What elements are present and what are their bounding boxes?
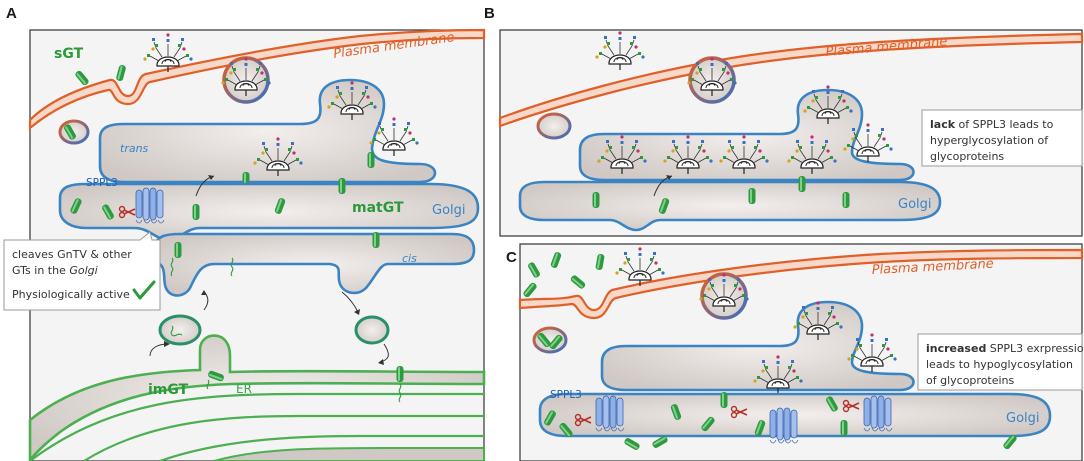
cis-label: cis — [402, 252, 417, 265]
gt-protein — [840, 420, 848, 436]
gt-cleaved-tail — [230, 257, 234, 277]
panel-b-label: B — [484, 5, 495, 22]
note-line-2: leads to hypoglycosylation — [926, 358, 1073, 371]
golgi-cisterna-medial — [518, 180, 942, 232]
er-label: ER — [236, 382, 252, 396]
gt-protein — [798, 176, 806, 192]
callout-line-2-italic: Golgi — [69, 264, 97, 277]
sppl3-protein — [863, 395, 893, 432]
callout-line-2: GTs in the Golgi — [12, 264, 98, 277]
gt-protein — [338, 178, 346, 194]
matgt-label: matGT — [352, 200, 404, 216]
arrow-head — [201, 290, 207, 295]
cis-cisterna — [154, 232, 476, 297]
plasma-membrane-label: Plasma membrane — [871, 257, 994, 278]
secretory-vesicle — [536, 112, 572, 140]
gt-protein — [396, 366, 404, 382]
sppl3-protein — [769, 407, 799, 444]
note-line-2: hyperglycosylation of — [930, 134, 1049, 147]
sppl3-protein — [135, 187, 165, 224]
arrow-head — [208, 175, 214, 180]
gt-protein — [592, 192, 600, 208]
callout-box — [3, 231, 161, 311]
callout-line-2-pre: GTs in the — [12, 264, 69, 277]
gt-protein — [842, 192, 850, 208]
gt-protein — [174, 242, 182, 258]
plasma-membrane — [28, 28, 486, 131]
imgt-label: imGT — [148, 382, 189, 398]
sgt-label: sGT — [54, 46, 84, 62]
plasma-membrane — [518, 248, 1084, 320]
golgi-label: Golgi — [432, 203, 466, 218]
note-line-1: lack of SPPL3 leads to — [930, 118, 1054, 131]
callout-line-1: cleaves GnTV & other — [12, 248, 132, 261]
nucleus — [213, 447, 485, 461]
note-rest: of SPPL3 leads to — [955, 118, 1054, 131]
note-box — [917, 333, 1083, 391]
gt-protein — [748, 188, 756, 204]
trans-label: trans — [120, 142, 149, 155]
gt-protein — [372, 232, 380, 248]
gt-cleaved-tail — [170, 257, 174, 277]
sppl3-label: SPPL3 — [550, 389, 582, 401]
note-bold: increased — [926, 342, 986, 355]
callout-line-3: Physiologically active — [12, 288, 130, 301]
gt-protein — [192, 204, 200, 220]
er-inner-membrane — [159, 434, 484, 461]
checkmark-icon — [132, 280, 156, 300]
endoplasmic-reticulum — [28, 334, 486, 461]
note-box — [921, 109, 1083, 167]
panel-c-note: increased SPPL3 exrpression leads to hyp… — [917, 333, 1084, 391]
arrow-head — [354, 309, 360, 315]
copi-vesicle — [354, 315, 390, 345]
panel-c: C Plasma membrane SPPL3 — [506, 243, 1084, 461]
plasma-membrane — [498, 32, 1084, 128]
golgi-label: Golgi — [898, 197, 932, 212]
gt-protein — [367, 152, 375, 168]
arrow-head — [164, 341, 170, 347]
sppl3-callout: cleaves GnTV & other GTs in the Golgi Ph… — [3, 231, 161, 311]
copii-vesicle — [158, 314, 202, 346]
note-bold: lack — [930, 118, 956, 131]
arrow-head — [666, 175, 672, 180]
panel-a-label: A — [6, 5, 17, 22]
golgi-cisterna-medial — [58, 182, 480, 242]
note-rest: SPPL3 exrpression — [986, 342, 1084, 355]
golgi-label: Golgi — [1006, 411, 1040, 426]
panel-a: A Plasma membrane sGT trans SPPL3 — [3, 5, 486, 461]
panel-b: B Plasma membrane Golgi lack of SPPL3 le… — [484, 5, 1084, 237]
sppl3-protein — [595, 395, 625, 432]
gt-tail — [206, 379, 210, 390]
arrow-head — [378, 359, 384, 365]
er-inner-membrane — [29, 392, 484, 461]
note-line-1: increased SPPL3 exrpression — [926, 342, 1084, 355]
gt-tail — [398, 383, 402, 403]
er-inner-membrane — [83, 414, 484, 461]
gt-protein — [720, 392, 728, 408]
gt-tail — [170, 325, 183, 337]
sppl3-label: SPPL3 — [86, 177, 118, 189]
note-line-3: of glycoproteins — [926, 374, 1015, 387]
panel-b-note: lack of SPPL3 leads to hyperglycosylatio… — [921, 109, 1083, 167]
note-line-3: glycoproteins — [930, 150, 1004, 163]
panel-c-label: C — [506, 249, 517, 266]
